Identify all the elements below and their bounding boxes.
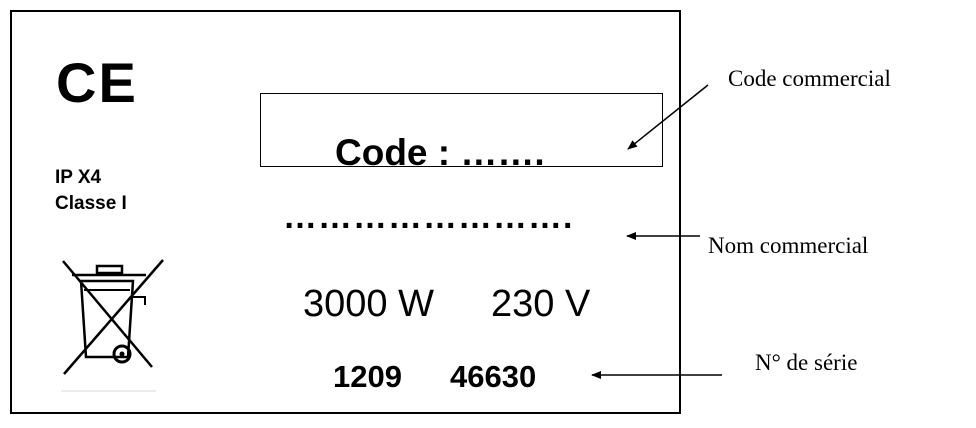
callout-code-commercial: Code commercial bbox=[728, 66, 891, 91]
arrow-code-commercial bbox=[627, 84, 709, 150]
commercial-name-field: ……………………. bbox=[283, 198, 574, 236]
serial-part-1: 1209 bbox=[333, 359, 402, 394]
nameplate-frame bbox=[10, 10, 681, 414]
callout-nom-commercial: Nom commercial bbox=[708, 233, 869, 258]
code-box bbox=[260, 93, 663, 167]
voltage-rating: 230 V bbox=[491, 283, 591, 325]
power-rating: 3000 W bbox=[303, 283, 434, 325]
crossed-out-wheelie-bin-icon bbox=[61, 259, 164, 392]
protection-class: Classe I bbox=[55, 193, 127, 214]
ce-mark: CE bbox=[56, 51, 138, 114]
code-field: Code : ……. bbox=[335, 132, 545, 173]
callout-numero-serie: N° de série bbox=[755, 350, 858, 375]
serial-part-2: 46630 bbox=[450, 359, 537, 394]
ip-rating: IP X4 bbox=[55, 167, 102, 188]
